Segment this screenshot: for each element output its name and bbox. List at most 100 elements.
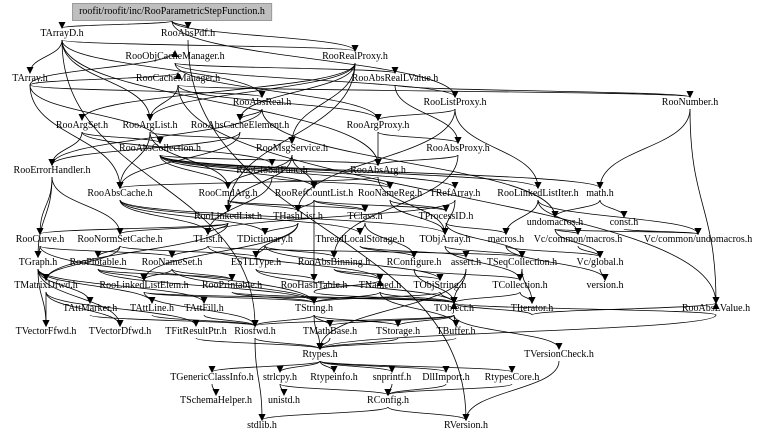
graph-node[interactable]: math.h [586, 188, 614, 199]
graph-node[interactable]: RooCmdArg.h [198, 188, 258, 199]
graph-node[interactable]: Vc/common/macros.h [533, 234, 623, 245]
dependency-edge [291, 154, 318, 189]
graph-node[interactable]: Vc/common/undomacros.h [643, 234, 753, 245]
graph-node[interactable]: ThreadLocalStorage.h [315, 234, 405, 245]
graph-node[interactable]: RooNormSetCache.h [77, 234, 163, 245]
graph-node[interactable]: TStorage.h [375, 326, 421, 337]
graph-node[interactable]: TVersionCheck.h [524, 349, 594, 360]
graph-node[interactable]: RooLinkedListIter.h [497, 188, 579, 199]
graph-node[interactable]: TRefArray.h [429, 188, 481, 199]
graph-node[interactable]: const.h [609, 217, 639, 228]
graph-node[interactable]: version.h [586, 280, 624, 291]
graph-node[interactable]: TNamed.h [358, 280, 402, 291]
graph-node[interactable]: Vc/global.h [576, 257, 624, 268]
graph-node[interactable]: TBuffer.h [436, 326, 476, 337]
graph-node[interactable]: RooNameReg.h [357, 188, 423, 199]
graph-node[interactable]: RVersion.h [444, 420, 488, 431]
graph-node[interactable]: TAttFill.h [184, 303, 224, 314]
graph-node[interactable]: undomacros.h [526, 217, 584, 228]
graph-node[interactable]: TVectorDfwd.h [88, 326, 152, 337]
graph-node[interactable]: RooPrintable.h [201, 280, 263, 291]
graph-node[interactable]: RooHashTable.h [280, 280, 348, 291]
graph-node[interactable]: RooMsgService.h [256, 143, 328, 154]
graph-node[interactable]: RooRealProxy.h [322, 51, 388, 62]
graph-node[interactable]: RooCacheManager.h [135, 73, 221, 84]
graph-node[interactable]: RooNameSet.h [141, 257, 203, 268]
dependency-edge [29, 72, 182, 86]
graph-node[interactable]: RooAbsPdf.h [160, 28, 216, 39]
graph-node[interactable]: RooAbsBinning.h [297, 257, 371, 268]
graph-node[interactable]: RooErrorHandler.h [13, 165, 91, 176]
graph-node[interactable]: TMatrixDfwd.h [14, 280, 78, 291]
graph-node[interactable]: ESTLType.h [230, 257, 282, 268]
graph-node[interactable]: DllImport.h [422, 372, 470, 383]
graph-node[interactable]: RooLinkedListElem.h [99, 280, 189, 291]
graph-node[interactable]: Riosfwd.h [234, 326, 276, 337]
graph-node[interactable]: RooArgSet.h [55, 120, 109, 131]
graph-node[interactable]: TAttLine.h [130, 303, 174, 314]
graph-node[interactable]: RooObjCacheManager.h [125, 51, 225, 62]
graph-node[interactable]: TCollection.h [492, 280, 548, 291]
graph-node[interactable]: strlcpy.h [262, 372, 298, 383]
graph-node[interactable]: THashList.h [273, 211, 323, 222]
graph-node[interactable]: RtypesCore.h [484, 372, 540, 383]
graph-node[interactable]: RConfigure.h [386, 257, 442, 268]
graph-node[interactable]: RooAbsLValue.h [681, 303, 751, 314]
graph-node[interactable]: RooAbsCollection.h [119, 143, 201, 154]
graph-node[interactable]: RooArgProxy.h [346, 120, 410, 131]
graph-node[interactable]: assert.h [450, 257, 482, 268]
graph-node[interactable]: TList.h [193, 234, 223, 245]
dependency-edge [384, 383, 513, 396]
graph-node[interactable]: Rtypes.h [302, 349, 338, 360]
graph-node[interactable]: RooAbsCache.h [87, 188, 153, 199]
graph-node[interactable]: RooListProxy.h [423, 97, 487, 108]
graph-node[interactable]: TGraph.h [18, 257, 58, 268]
graph-node[interactable]: TDictionary.h [237, 234, 293, 245]
graph-node[interactable]: RooArgList.h [122, 120, 178, 131]
dependency-edge [119, 199, 449, 235]
graph-node[interactable]: RooLinkedList.h [193, 211, 263, 222]
graph-node[interactable]: RooCurve.h [15, 234, 65, 245]
dependency-edge [387, 406, 470, 421]
graph-node[interactable]: TVectorFfwd.h [15, 326, 77, 337]
graph-node[interactable]: RooNumber.h [661, 97, 719, 108]
graph-node[interactable]: TObject.h [433, 303, 475, 314]
graph-node[interactable]: TArray.h [12, 73, 48, 84]
graph-node[interactable]: unistd.h [268, 395, 300, 406]
dependency-edge [441, 199, 456, 235]
graph-node[interactable]: RooAbsProxy.h [426, 143, 490, 154]
graph-node[interactable]: TArrayD.h [40, 28, 84, 39]
graph-node[interactable]: TSeqCollection.h [486, 257, 558, 268]
graph-node-root[interactable]: roofit/roofit/inc/RooParametricStepFunct… [72, 3, 272, 21]
graph-node[interactable]: macros.h [487, 234, 525, 245]
graph-node[interactable]: TObjArray.h [419, 234, 471, 245]
graph-node[interactable]: snprintf.h [372, 372, 412, 383]
graph-node[interactable]: stdlib.h [247, 420, 277, 431]
graph-node[interactable]: RooPlotable.h [69, 257, 127, 268]
graph-node[interactable]: RooAbsRealLValue.h [351, 73, 439, 84]
graph-node[interactable]: TAttMarker.h [62, 303, 118, 314]
graph-node[interactable]: RConfig.h [367, 395, 409, 406]
dependency-edge [39, 245, 176, 258]
dependency-edge [42, 222, 229, 281]
graph-node[interactable]: TObjString.h [413, 280, 467, 291]
graph-node[interactable]: TGenericClassInfo.h [170, 372, 254, 383]
graph-node[interactable]: RooGlobalFunc.h [236, 165, 308, 176]
dependency-edge [195, 337, 324, 350]
graph-node[interactable]: TFitResultPtr.h [165, 326, 227, 337]
dependency-edge [252, 245, 266, 258]
graph-node[interactable]: RooAbsCacheElement.h [190, 120, 290, 131]
graph-node[interactable]: TMathBase.h [302, 326, 358, 337]
graph-node[interactable]: RooAbsArg.h [350, 165, 406, 176]
graph-node[interactable]: Rtypeinfo.h [310, 372, 358, 383]
graph-node[interactable]: RooAbsReal.h [232, 97, 292, 108]
graph-node[interactable]: TSchemaHelper.h [180, 395, 252, 406]
dependency-edge [45, 291, 200, 327]
graph-node[interactable]: TClass.h [347, 211, 383, 222]
graph-node[interactable]: TIterator.h [510, 303, 554, 314]
dependency-edge [374, 154, 459, 166]
graph-node[interactable]: TProcessID.h [418, 211, 474, 222]
dependency-edge [140, 268, 173, 281]
graph-node[interactable]: TString.h [294, 303, 334, 314]
graph-node[interactable]: RooRefCountList.h [274, 188, 354, 199]
